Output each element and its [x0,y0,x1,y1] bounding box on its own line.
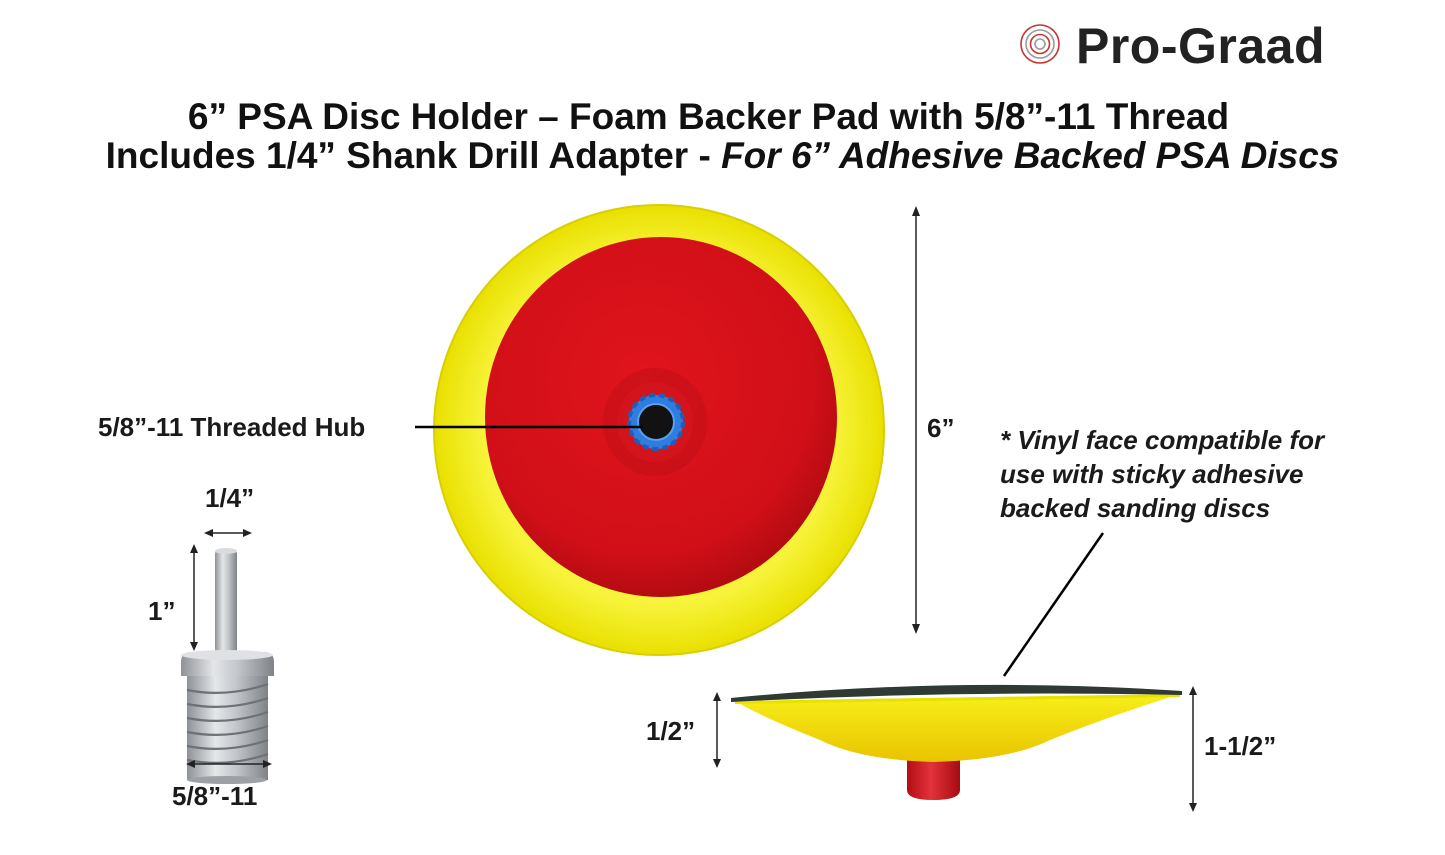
pad-thickness-arrow [713,692,721,768]
diameter-arrow [912,206,920,634]
page-subtitle: Includes 1/4” Shank Drill Adapter - For … [0,135,1445,177]
pad-height-arrow [1189,686,1197,812]
subtitle-italic-text: For 6” Adhesive Backed PSA Discs [721,135,1340,176]
backer-pad-side-view [731,684,1182,800]
vinyl-face-note: * Vinyl face compatible for use with sti… [1000,423,1400,525]
note-line-1: * Vinyl face compatible for [1000,425,1325,455]
hub-label: 5/8”-11 Threaded Hub [98,412,366,442]
page-title: 6” PSA Disc Holder – Foam Backer Pad wit… [187,96,1230,137]
pad-height-label: 1-1/2” [1204,731,1277,761]
brand-name: Pro-Graad [1076,18,1326,74]
note-line-3: backed sanding discs [1000,493,1271,523]
adapter-thread-arrow [186,760,272,768]
shank-width-label: 1/4” [205,483,255,513]
pad-thickness-label: 1/2” [646,716,696,746]
pad-diameter-label: 6” [927,413,955,443]
adapter-thread-label: 5/8”-11 [172,781,258,811]
shank-width-arrow [204,529,252,537]
shank-length-arrow [190,544,198,651]
note-line-2: use with sticky adhesive [1000,459,1304,489]
concentric-circles-icon [1020,24,1060,64]
subtitle-text: Includes 1/4” Shank Drill Adapter - [105,135,722,176]
drill-adapter [181,548,274,784]
note-pointer-line [1002,532,1105,677]
threaded-hub [627,393,685,451]
shank-length-label: 1” [148,596,176,626]
